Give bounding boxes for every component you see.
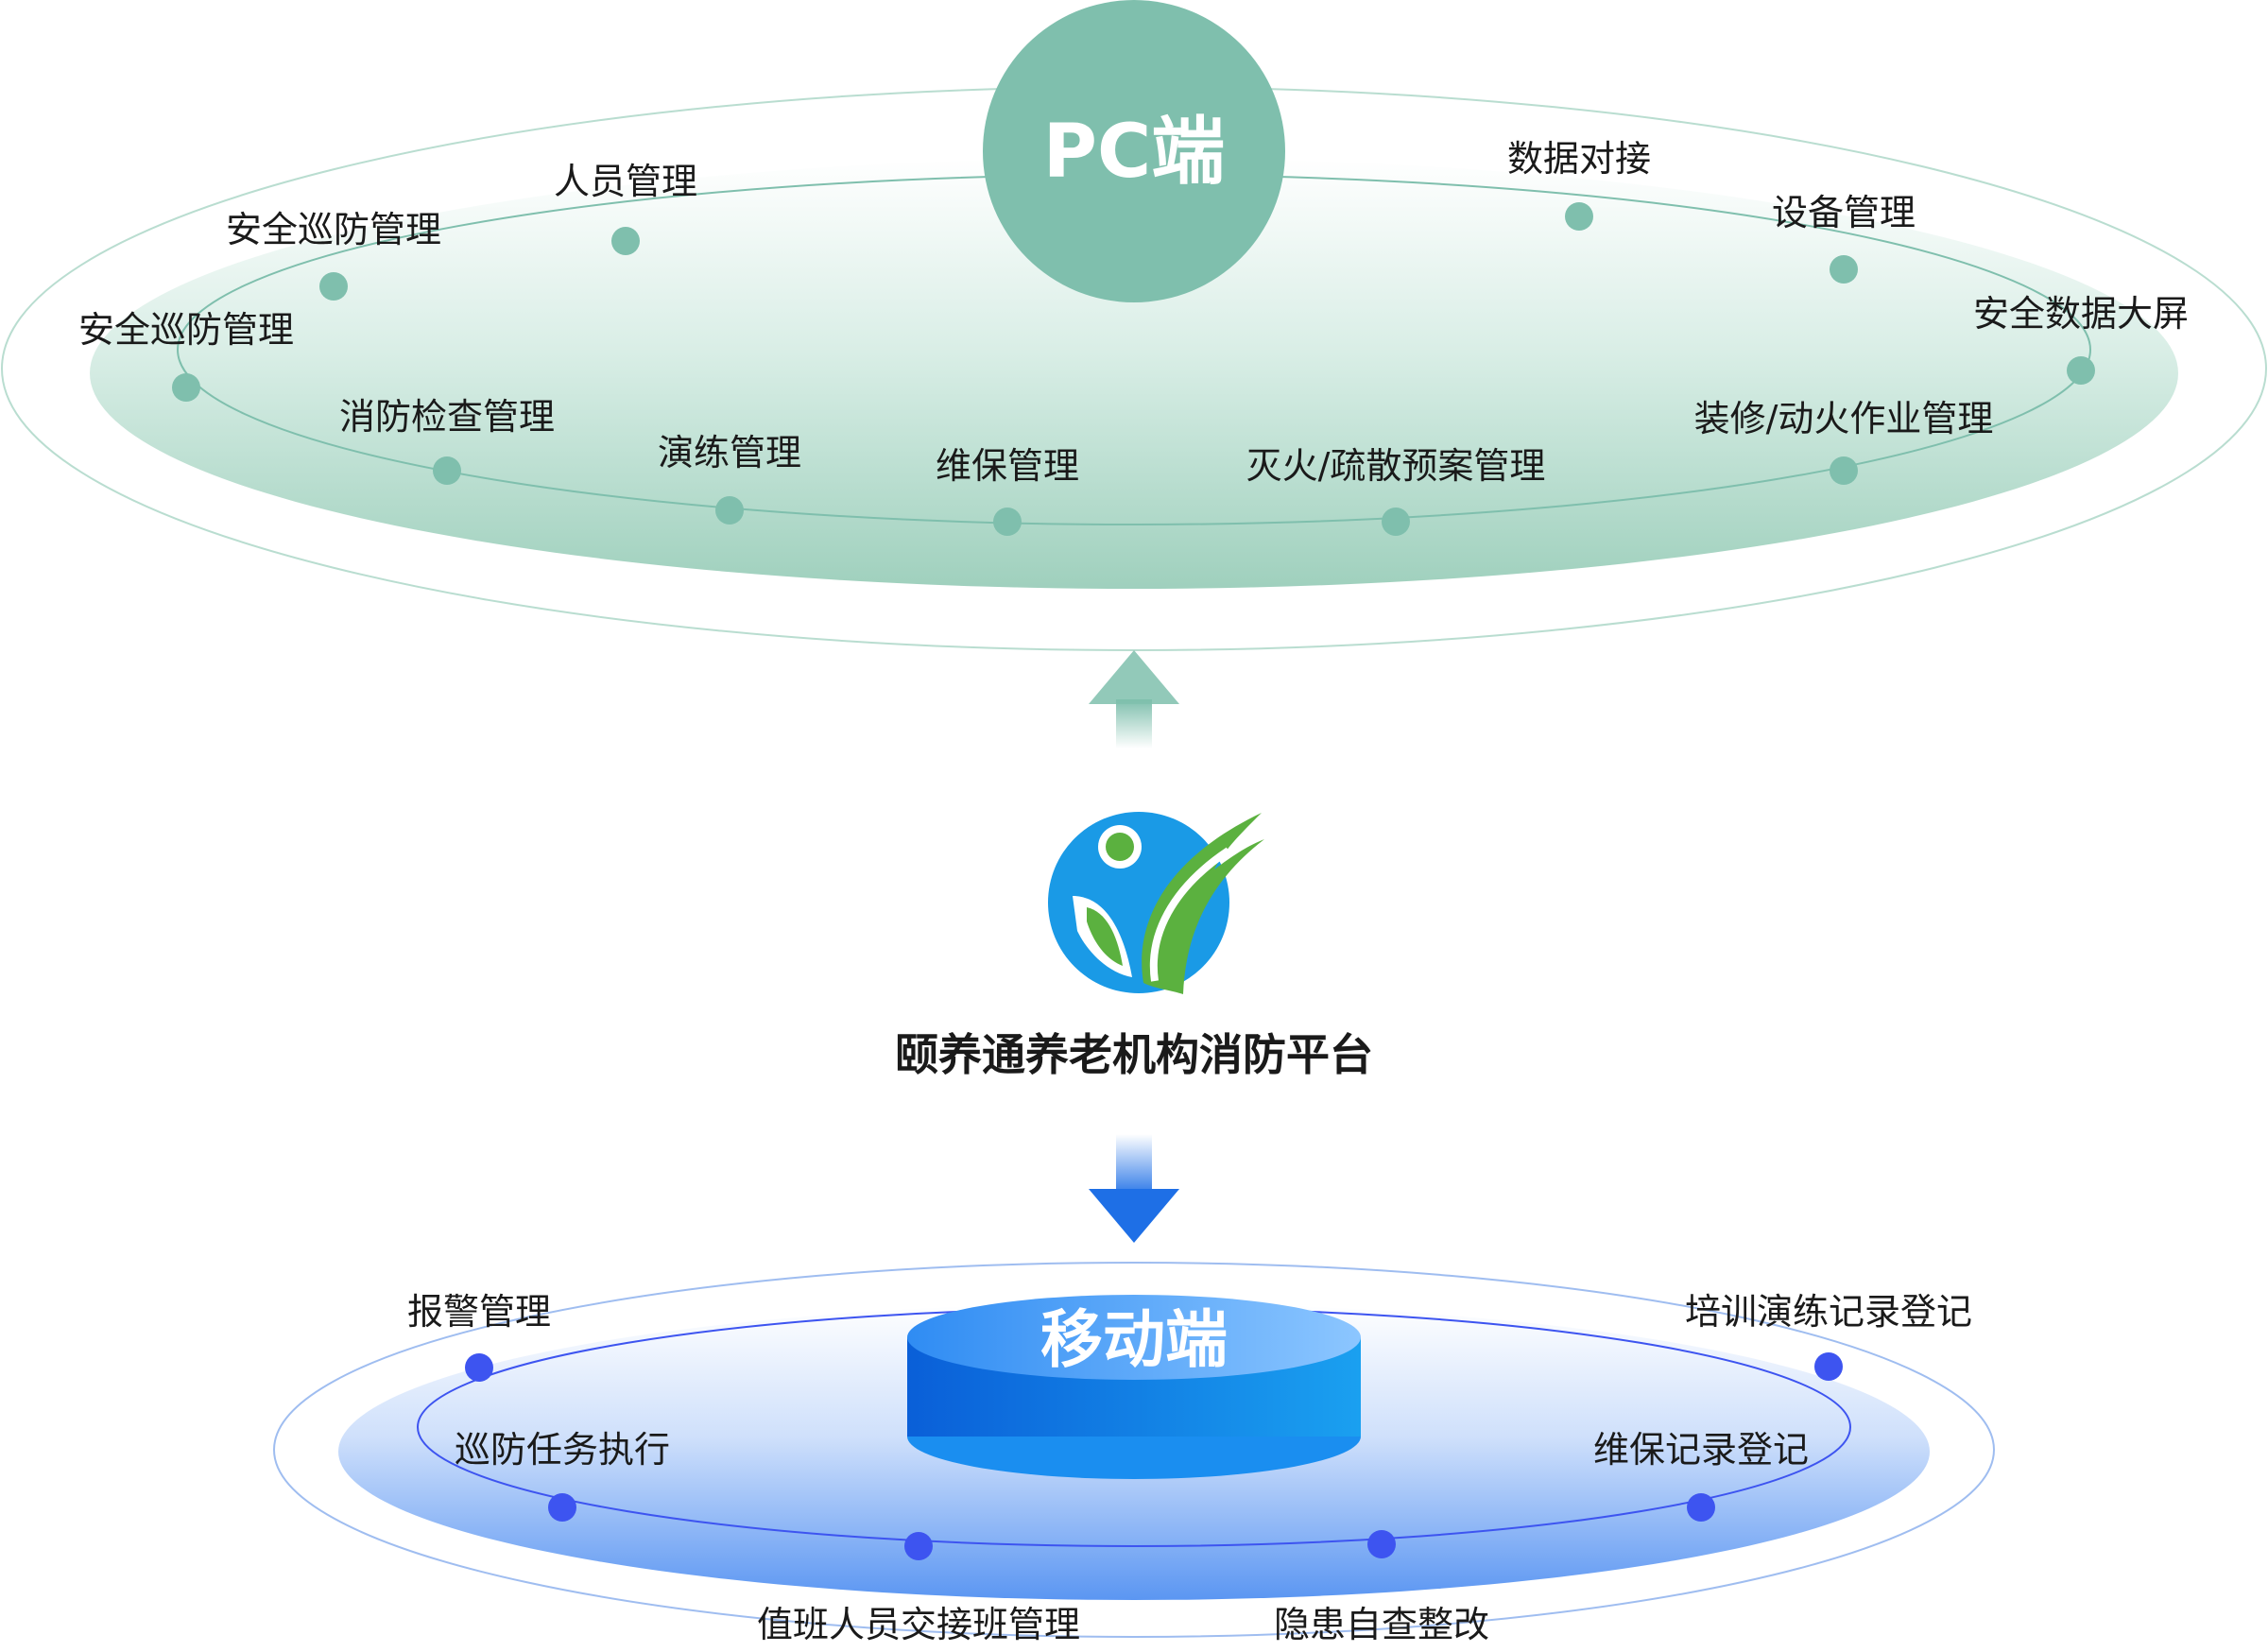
mobile-item-label: 维保记录登记 bbox=[1593, 1429, 1809, 1471]
pc-item-dot bbox=[1830, 456, 1858, 485]
up-arrow-icon bbox=[1089, 650, 1179, 749]
pc-item-dot bbox=[611, 227, 640, 255]
pc-item-dot bbox=[1830, 255, 1858, 284]
pc-item-label: 维保管理 bbox=[936, 445, 1079, 487]
down-arrow-icon bbox=[1089, 1134, 1179, 1243]
pc-title-circle bbox=[983, 0, 1285, 302]
pc-item-label: 安全巡防管理 bbox=[226, 209, 441, 250]
mobile-title-cylinder bbox=[907, 1295, 1361, 1479]
pc-section: PC端 安全巡防管理 人员管理 安全巡防管理 消防检查管理 演练管理 维保管理 … bbox=[1, 0, 2267, 651]
mobile-item-dot bbox=[548, 1493, 576, 1522]
pc-item-dot bbox=[319, 272, 348, 301]
pc-item-dot bbox=[1565, 202, 1593, 231]
pc-item-dot bbox=[1382, 508, 1410, 536]
pc-item-label: 安全巡防管理 bbox=[78, 309, 294, 351]
pc-item-label: 数据对接 bbox=[1507, 138, 1651, 180]
pc-item-label: 消防检查管理 bbox=[339, 396, 555, 438]
pc-item-label: 灭火/疏散预案管理 bbox=[1246, 445, 1546, 487]
pc-item-dot bbox=[2067, 356, 2095, 385]
mobile-item-dot bbox=[904, 1532, 933, 1560]
mobile-title: 移动端 bbox=[1040, 1303, 1228, 1376]
pc-item-label: 演练管理 bbox=[658, 432, 801, 473]
pc-item-label: 安全数据大屏 bbox=[1973, 293, 2189, 335]
mobile-item-label: 值班人员交接班管理 bbox=[757, 1604, 1080, 1645]
mobile-item-dot bbox=[1367, 1530, 1396, 1558]
platform-name: 颐养通养老机构消防平台 bbox=[895, 1029, 1373, 1080]
mobile-item-label: 培训演练记录登记 bbox=[1685, 1291, 1972, 1333]
pc-title: PC端 bbox=[1043, 110, 1225, 195]
pc-platform-disc bbox=[90, 158, 2178, 589]
mobile-item-label: 报警管理 bbox=[407, 1291, 551, 1333]
mobile-item-dot bbox=[1687, 1493, 1715, 1522]
mobile-outer-ring bbox=[273, 1262, 1995, 1638]
pc-item-dot bbox=[715, 496, 744, 525]
mobile-item-dot bbox=[465, 1353, 493, 1382]
mobile-section: 移动端 报警管理 巡防任务执行 值班人员交接班管理 隐患自查整改 维保记录登记 … bbox=[273, 1262, 1995, 1645]
pc-item-label: 装修/动火作业管理 bbox=[1694, 398, 1994, 439]
pc-item-label: 设备管理 bbox=[1772, 192, 1916, 233]
mobile-item-dot bbox=[1814, 1352, 1843, 1381]
pc-item-dot bbox=[433, 456, 461, 485]
pc-item-label: 人员管理 bbox=[554, 161, 697, 202]
pc-item-dot bbox=[993, 508, 1022, 536]
mobile-item-label: 巡防任务执行 bbox=[455, 1429, 670, 1471]
pc-item-dot bbox=[172, 373, 200, 402]
yiyangtong-logo-icon bbox=[1048, 812, 1264, 994]
mobile-item-label: 隐患自查整改 bbox=[1274, 1604, 1489, 1645]
